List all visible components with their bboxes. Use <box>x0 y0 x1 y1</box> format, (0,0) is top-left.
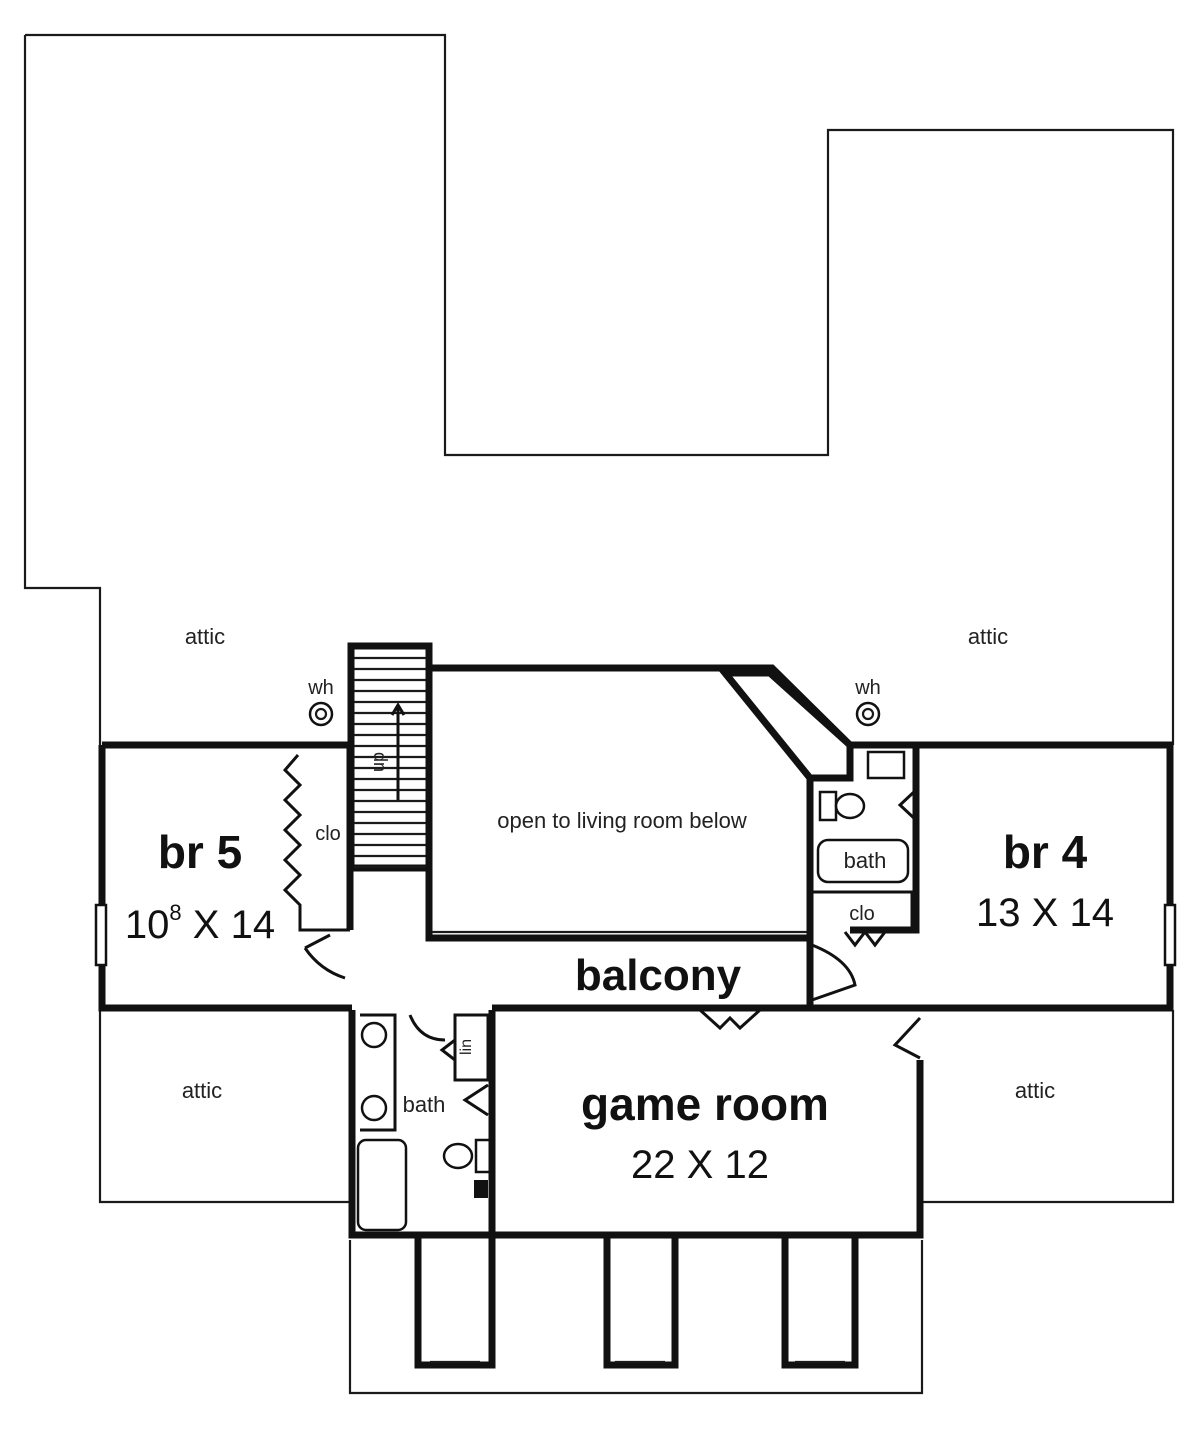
label-wh-left: wh <box>307 677 334 699</box>
br5-door <box>303 933 346 980</box>
porch-outline <box>348 1240 924 1395</box>
toilet-bowl-right <box>834 792 866 820</box>
br4-window <box>1163 903 1177 967</box>
label-br5-dim: 108 X 14 <box>125 900 275 947</box>
clo-right-walls <box>812 890 914 930</box>
sink-lower-2 <box>360 1094 388 1122</box>
label-attic-sw: attic <box>182 1078 222 1103</box>
attic-se-outline <box>922 1010 1175 1204</box>
open-to-below-walls <box>425 664 920 942</box>
bath-lower-door <box>462 1083 489 1117</box>
game-room-walls <box>488 1004 1170 1239</box>
attic-sw-outline <box>98 1010 350 1204</box>
sink-right <box>866 750 906 780</box>
water-heater-right <box>855 701 881 727</box>
porch-bays <box>414 1235 859 1369</box>
label-attic-ne: attic <box>968 624 1008 649</box>
label-up: up <box>368 752 388 772</box>
toilet-lower <box>474 1138 492 1174</box>
br5-window <box>94 903 108 967</box>
label-br5-name: br 5 <box>158 826 242 878</box>
bath-right-door <box>897 788 918 822</box>
water-heater-left <box>308 701 334 727</box>
label-game-room-dim: 22 X 12 <box>631 1143 769 1187</box>
label-game-room-name: game room <box>581 1078 829 1130</box>
bath-lower-vanity <box>360 1013 397 1132</box>
chase-diagonal <box>717 669 854 782</box>
label-bath-lower: bath <box>403 1092 446 1117</box>
fixture-black <box>474 1180 488 1198</box>
label-balcony: balcony <box>575 951 742 1000</box>
tub-right <box>816 838 910 884</box>
sink-lower-1 <box>360 1021 388 1049</box>
toilet-bowl-lower <box>442 1142 474 1170</box>
water-heater-right-inner <box>861 707 875 721</box>
roof-outline <box>25 33 1175 745</box>
label-br4-name: br 4 <box>1003 826 1088 878</box>
clo-right-doors <box>843 929 887 948</box>
tub-lower <box>356 1138 408 1232</box>
stair <box>347 642 433 872</box>
label-attic-nw: attic <box>185 624 225 649</box>
label-lin: lin <box>458 1039 475 1055</box>
water-heater-left-inner <box>314 707 328 721</box>
lin-door <box>439 1038 456 1062</box>
label-clo-left: clo <box>315 823 341 845</box>
clo-left-doors <box>282 754 350 932</box>
label-wh-right: wh <box>854 677 881 699</box>
lin-closet <box>453 1013 490 1082</box>
roof-outline-left <box>23 35 102 745</box>
balcony-door <box>698 1008 762 1031</box>
toilet-right <box>818 790 838 822</box>
label-attic-se: attic <box>1015 1078 1055 1103</box>
label-br4-dim: 13 X 14 <box>976 891 1114 935</box>
label-open-to-living: open to living room below <box>497 808 747 833</box>
label-bath-right: bath <box>844 848 887 873</box>
bath-lower-door2 <box>408 1014 446 1042</box>
label-clo-right: clo <box>849 903 875 925</box>
br4-door <box>811 943 857 1002</box>
game-room-door <box>892 1016 922 1060</box>
